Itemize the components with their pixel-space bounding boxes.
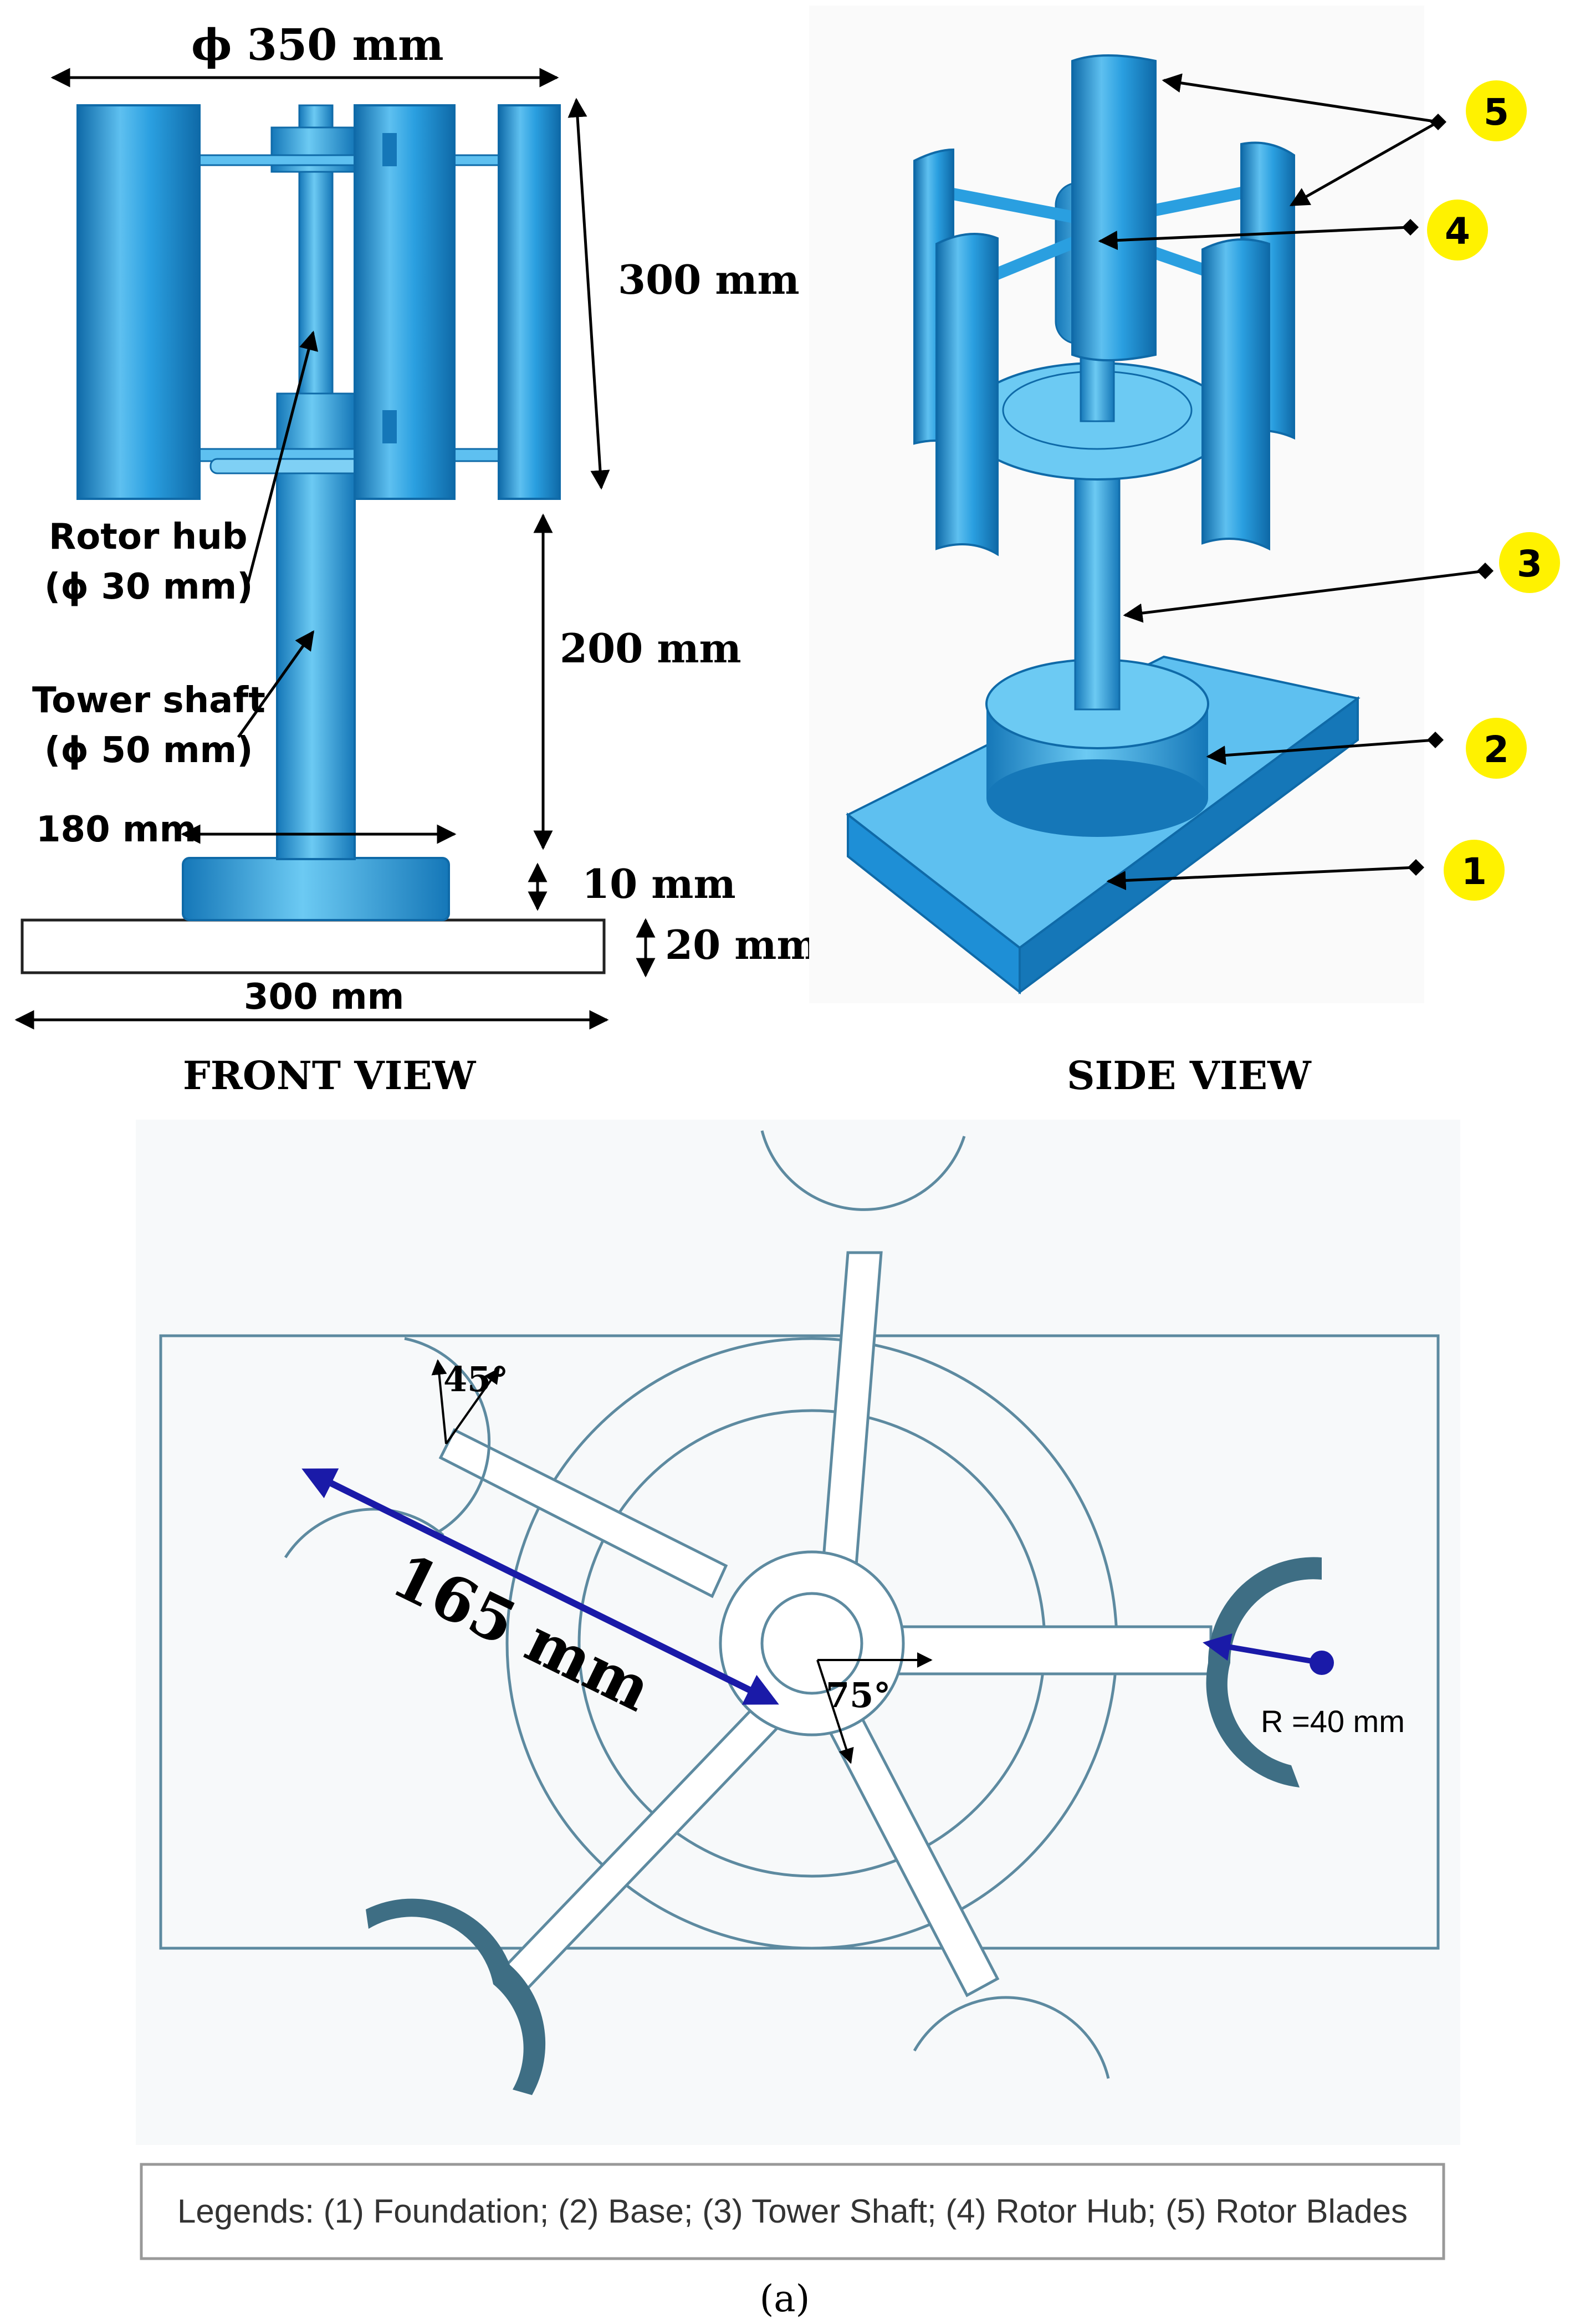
front-blade-center — [354, 104, 456, 500]
side-blade-left-front — [935, 233, 999, 556]
top-arm-length-arrow — [301, 1468, 779, 1705]
side-blade-right-front — [1201, 238, 1270, 551]
callout-5-label: 5 — [1484, 91, 1509, 134]
top-angle-hub-label: 75° — [826, 1675, 891, 1715]
rotor-hub-leader — [242, 330, 318, 599]
callout-2-leader — [1206, 732, 1444, 765]
front-slot-1 — [382, 133, 397, 166]
callout-2-label: 2 — [1484, 728, 1509, 771]
front-foundation — [21, 918, 606, 974]
callout-1-label: 1 — [1461, 850, 1487, 893]
front-tower-shaft — [276, 464, 356, 860]
top-blade-arc-top — [760, 1130, 966, 1211]
tower-shaft-dim: (ϕ 50 mm) — [44, 730, 253, 771]
top-blade-radius-arrow — [1203, 1633, 1322, 1666]
front-slot-2 — [382, 410, 397, 443]
legend: Legends: (1) Foundation; (2) Base; (3) T… — [140, 2163, 1445, 2260]
callout-5-circle — [1466, 80, 1527, 141]
callout-3-circle — [1499, 532, 1560, 593]
dim-rotor-height-line — [567, 98, 610, 490]
top-angle-tip-line-a — [431, 1359, 447, 1444]
callout-3-leader — [1123, 563, 1494, 623]
front-blade-left — [76, 104, 201, 500]
top-blade-radius-center — [1310, 1651, 1334, 1675]
top-angle-tip-label: 45° — [443, 1359, 508, 1399]
top-blade-lower-left — [366, 1898, 546, 2095]
dim-base-height-label: 10 mm — [582, 860, 736, 907]
front-blade-right — [498, 104, 561, 500]
dim-foundation-height-label: 20 mm — [665, 921, 819, 968]
front-base — [182, 857, 450, 921]
callout-4-circle — [1427, 200, 1488, 261]
figure-caption: (a) — [760, 2277, 810, 2320]
front-view-title: FRONT VIEW — [183, 1053, 477, 1099]
top-blade-arc-bottom — [913, 1996, 1110, 2079]
callout-5-leader-b — [1289, 114, 1446, 207]
side-base-bottom — [986, 759, 1208, 837]
side-view: 1 2 3 4 5 SIDE VIEW — [809, 6, 1560, 1099]
tower-shaft-leader — [237, 630, 315, 738]
tower-shaft-label: Tower shaft — [32, 680, 265, 721]
callout-3-label: 3 — [1517, 543, 1542, 585]
top-angle-tip-line-b — [445, 1367, 500, 1445]
callout-4-label: 4 — [1445, 210, 1470, 253]
callout-1-circle — [1444, 840, 1505, 901]
rotor-hub-dim: (ϕ 30 mm) — [44, 566, 253, 607]
legend-box — [140, 2163, 1445, 2260]
top-angle-hub-line-b — [816, 1659, 854, 1764]
top-view: 165 mm 45° 75° R =40 mm — [136, 1120, 1460, 2145]
top-blade-right — [1206, 1557, 1322, 1787]
dim-tower-height-label: 200 mm — [560, 625, 741, 672]
side-tower-shaft — [1074, 476, 1121, 711]
dim-diameter-label: ϕ 350 mm — [191, 20, 444, 70]
dim-foundation-width-label: 300 mm — [244, 977, 404, 1018]
legend-text: Legends: (1) Foundation; (2) Base; (3) T… — [177, 2193, 1408, 2230]
callout-1-leader — [1106, 859, 1424, 891]
dim-base-width-label: 180 mm — [36, 809, 196, 850]
dim-rotor-height-label: 300 mm — [618, 256, 800, 303]
side-view-title: SIDE VIEW — [1067, 1053, 1312, 1099]
rotor-hub-label: Rotor hub — [49, 517, 248, 558]
top-blade-radius-label: R =40 mm — [1261, 1704, 1405, 1739]
side-blade-back — [1071, 54, 1157, 361]
callout-4-leader — [1098, 219, 1419, 251]
callout-2-circle — [1466, 718, 1527, 779]
front-view: ϕ 350 mm 300 mm 200 mm 10 mm 20 mm 180 m… — [14, 20, 819, 1099]
top-arm-right — [852, 1625, 1213, 1676]
front-arm-top — [176, 154, 511, 166]
